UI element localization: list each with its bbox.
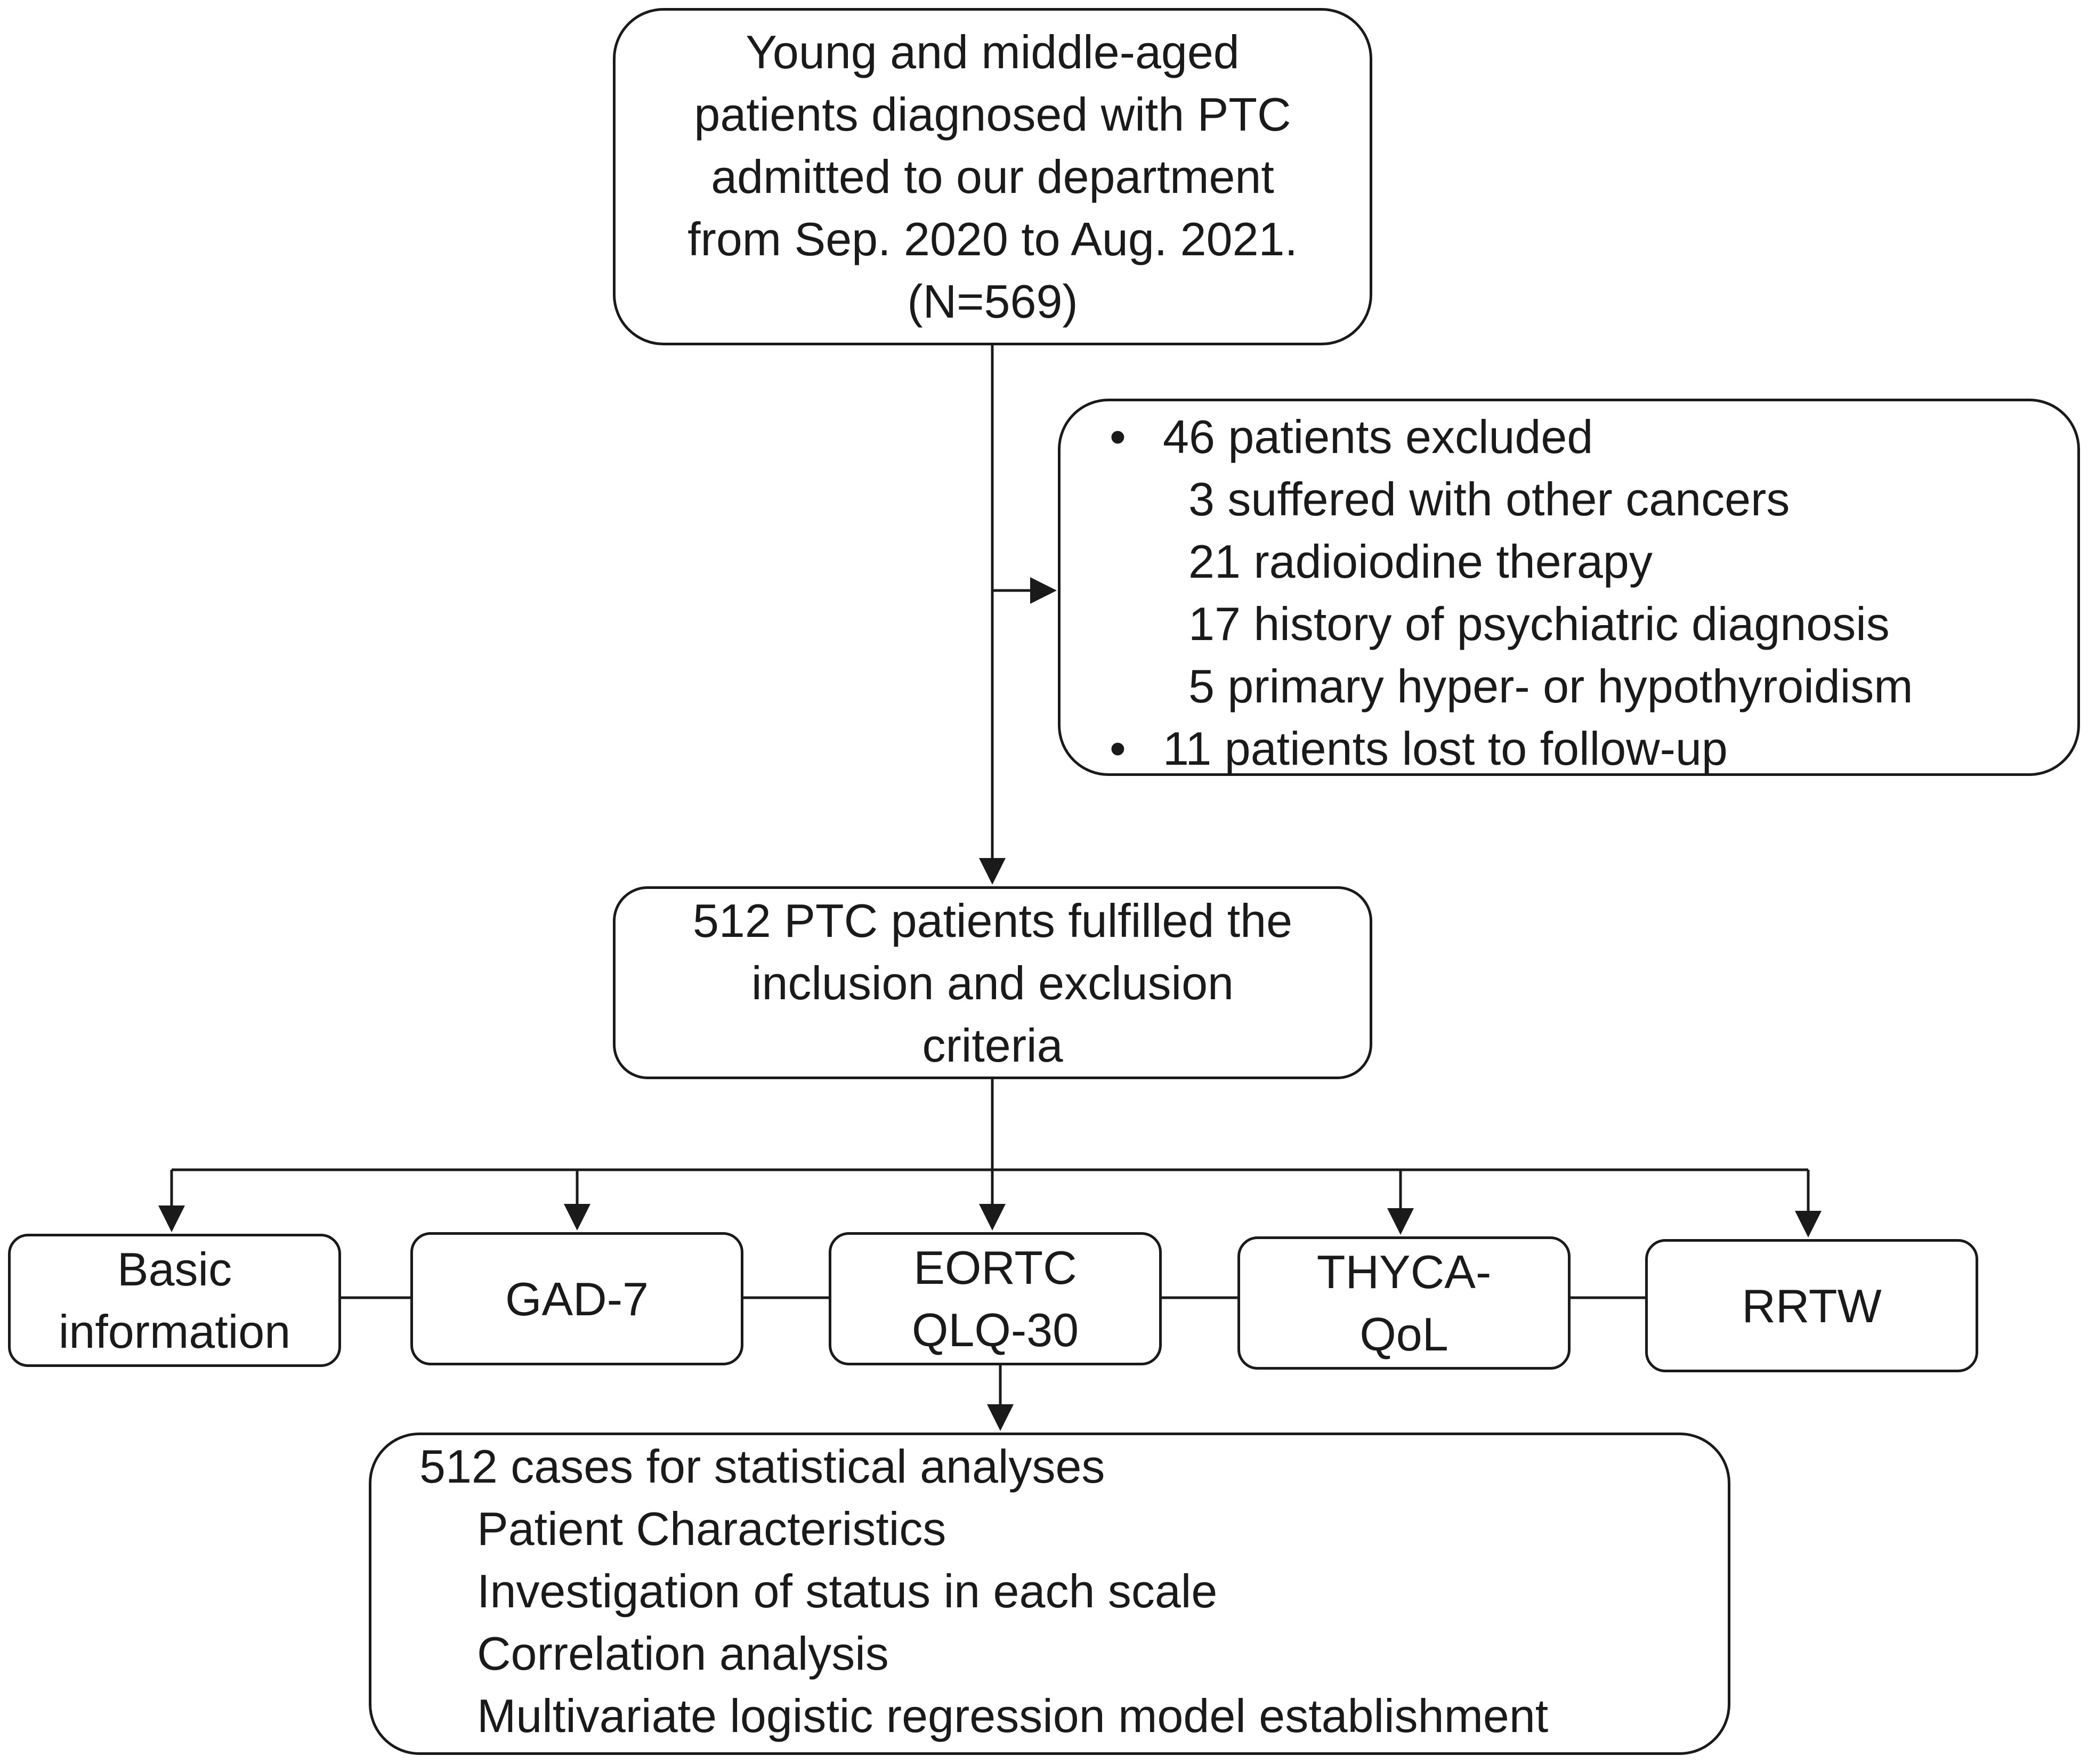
admitted-line: patients diagnosed with PTC <box>694 88 1291 141</box>
scale-label: GAD-7 <box>505 1272 649 1325</box>
exclusion-reason: 5 primary hyper- or hypothyroidism <box>1188 660 1913 713</box>
lost-to-follow-up: 11 patients lost to follow-up <box>1163 722 1728 775</box>
scale-gad-7-box: GAD-7 <box>410 1232 743 1365</box>
eligible-patients-box: 512 PTC patients fulfilled the inclusion… <box>613 886 1372 1079</box>
scale-label: QoL <box>1359 1308 1448 1361</box>
admitted-line: Young and middle-aged <box>746 26 1240 78</box>
admitted-count: (N=569) <box>907 275 1078 328</box>
scale-label: EORTC <box>913 1241 1077 1294</box>
analysis-item: Investigation of status in each scale <box>477 1565 1218 1617</box>
excluded-heading: 46 patients excluded <box>1163 410 1593 463</box>
exclusion-reason: 3 suffered with other cancers <box>1188 473 1790 525</box>
analysis-item: Patient Characteristics <box>477 1502 946 1555</box>
scale-label: RRTW <box>1742 1279 1882 1332</box>
admitted-line: admitted to our department <box>711 150 1274 203</box>
admitted-line: from Sep. 2020 to Aug. 2021. <box>687 213 1298 265</box>
scale-label: QLQ-30 <box>911 1304 1079 1356</box>
scale-label: THYCA- <box>1316 1245 1492 1298</box>
lost-bullet-row: • 11 patients lost to follow-up <box>1103 717 2077 780</box>
scale-eortc-qlq-30-box: EORTC QLQ-30 <box>829 1232 1162 1365</box>
bullet-icon: • <box>1110 722 1126 775</box>
analyses-heading: 512 cases for statistical analyses <box>419 1440 1105 1493</box>
admitted-patients-box: Young and middle-aged patients diagnosed… <box>613 8 1372 345</box>
exclusion-reason: 21 radioiodine therapy <box>1188 535 1653 588</box>
exclusion-reason: 17 history of psychiatric diagnosis <box>1188 597 1890 650</box>
exclusion-box: • 46 patients excluded 3 suffered with o… <box>1058 399 2080 776</box>
eligible-line: inclusion and exclusion <box>751 956 1234 1009</box>
bullet-icon: • <box>1110 410 1126 463</box>
scale-rrtw-box: RRTW <box>1645 1239 1978 1372</box>
scale-label: Basic <box>117 1243 232 1296</box>
statistical-analyses-box: 512 cases for statistical analyses Patie… <box>369 1433 1730 1755</box>
excluded-bullet-row: • 46 patients excluded <box>1103 406 2077 468</box>
analysis-item: Multivariate logistic regression model e… <box>477 1689 1549 1742</box>
scale-thyca-qol-box: THYCA- QoL <box>1237 1236 1571 1370</box>
analysis-item: Correlation analysis <box>477 1627 889 1680</box>
eligible-line: 512 PTC patients fulfilled the <box>692 894 1293 947</box>
scale-basic-information-box: Basic information <box>8 1234 341 1367</box>
eligible-line: criteria <box>922 1018 1063 1072</box>
scale-label: information <box>58 1305 291 1358</box>
